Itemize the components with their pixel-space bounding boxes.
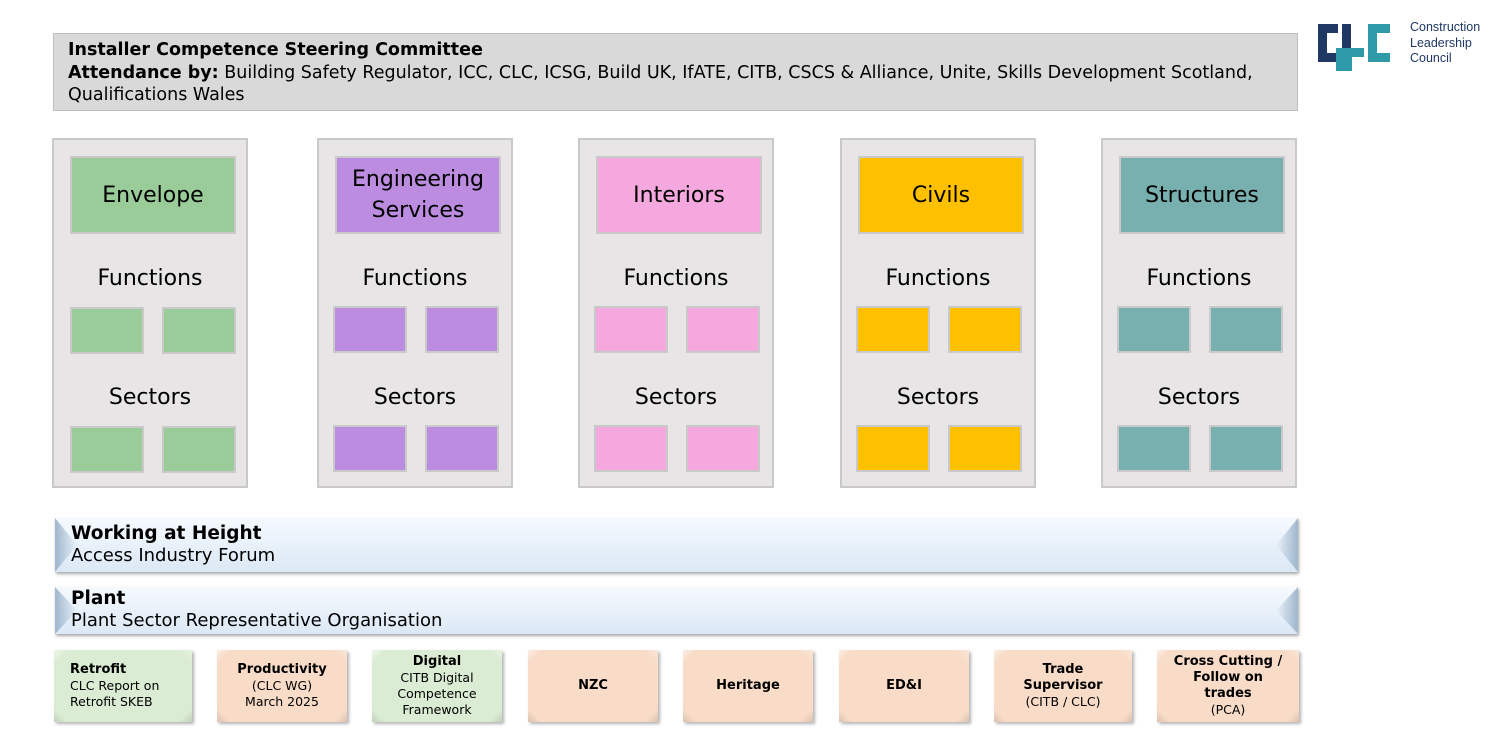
function-box	[425, 306, 499, 353]
tile-title: Digital	[412, 654, 462, 669]
sector-box	[425, 425, 499, 472]
function-box	[594, 306, 668, 353]
sector-box	[1209, 425, 1283, 472]
column-structures: Structures Functions Sectors	[1101, 138, 1297, 488]
band-title: Plant	[71, 588, 126, 609]
band-working-at-height: Working at Height Access Industry Forum	[55, 518, 1298, 572]
tile-line: Framework	[402, 702, 472, 717]
column-title: Interiors	[633, 182, 725, 208]
attendance-line: Attendance by: Building Safety Regulator…	[68, 62, 1283, 107]
sector-box	[948, 425, 1022, 472]
sectors-label: Sectors	[108, 385, 192, 410]
functions-label: Functions	[97, 266, 203, 291]
tile-heritage: Heritage	[683, 650, 813, 722]
column-interiors: Interiors Functions Sectors	[578, 138, 774, 488]
sector-box	[333, 425, 407, 472]
functions-label: Functions	[362, 266, 468, 291]
tile-line: (CLC WG)	[251, 678, 313, 693]
tile-productivity: Productivity (CLC WG) March 2025	[217, 650, 347, 722]
function-box	[1117, 306, 1191, 353]
tile-edi: ED&I	[839, 650, 969, 722]
sector-box	[1117, 425, 1191, 472]
tile-title: Heritage	[716, 678, 780, 693]
band-title: Working at Height	[71, 523, 262, 544]
column-title: Civils	[911, 182, 971, 208]
column-title-box: Civils	[858, 156, 1024, 234]
column-title: Engineering Services	[352, 167, 484, 223]
column-title-box: Structures	[1119, 156, 1285, 234]
function-box	[162, 307, 236, 354]
column-title-box: Envelope	[70, 156, 236, 234]
tile-line: CITB Digital	[400, 670, 474, 685]
header-title: Installer Competence Steering Committee	[68, 40, 483, 60]
tile-line: (CITB / CLC)	[1025, 694, 1101, 709]
column-title: Envelope	[102, 182, 204, 208]
sectors-label: Sectors	[634, 385, 718, 410]
functions-label: Functions	[885, 266, 991, 291]
logo-text: Construction Leadership Council	[1410, 20, 1480, 67]
tile-title: Cross Cutting / Follow on trades	[1173, 654, 1283, 701]
tile-title: Trade Supervisor	[1023, 662, 1103, 693]
column-engineering-services: Engineering Services Functions Sectors	[317, 138, 513, 488]
function-box	[856, 306, 930, 353]
clc-logo: Construction Leadership Council	[1316, 18, 1496, 74]
tile-line: CLC Report on	[70, 678, 160, 693]
logo-line: Council	[1410, 51, 1452, 65]
tile-digital: Digital CITB Digital Competence Framewor…	[372, 650, 502, 722]
sectors-label: Sectors	[1157, 385, 1241, 410]
function-box	[70, 307, 144, 354]
tile-nzc: NZC	[528, 650, 658, 722]
attendance-label: Attendance by:	[68, 62, 219, 83]
logo-line: Leadership	[1410, 35, 1472, 50]
sector-box	[162, 426, 236, 473]
band-subtitle: Plant Sector Representative Organisation	[71, 610, 443, 631]
tile-line: March 2025	[245, 694, 319, 709]
tile-cross-cutting: Cross Cutting / Follow on trades (PCA)	[1157, 650, 1299, 722]
column-title-box: Engineering Services	[335, 156, 501, 234]
function-box	[686, 306, 760, 353]
tile-trade-supervisor: Trade Supervisor (CITB / CLC)	[994, 650, 1132, 722]
tile-retrofit: Retrofit CLC Report on Retrofit SKEB	[54, 650, 192, 722]
sector-box	[70, 426, 144, 473]
function-box	[333, 306, 407, 353]
tile-line: Retrofit SKEB	[70, 694, 153, 709]
sectors-label: Sectors	[373, 385, 457, 410]
clc-logo-mark	[1318, 24, 1390, 71]
sector-box	[856, 425, 930, 472]
tile-title: Productivity	[237, 662, 327, 677]
function-box	[948, 306, 1022, 353]
tile-title: ED&I	[886, 678, 922, 693]
function-box	[1209, 306, 1283, 353]
tile-line: (PCA)	[1210, 702, 1246, 717]
tile-line: Competence	[397, 686, 477, 701]
column-civils: Civils Functions Sectors	[840, 138, 1036, 488]
column-envelope: Envelope Functions Sectors	[52, 138, 248, 488]
functions-label: Functions	[623, 266, 729, 291]
tile-title: Retrofit	[70, 662, 127, 677]
sectors-label: Sectors	[896, 385, 980, 410]
sector-box	[686, 425, 760, 472]
band-subtitle: Access Industry Forum	[71, 545, 276, 566]
attendance-text: Building Safety Regulator, ICC, CLC, ICS…	[68, 62, 1253, 106]
logo-line: Construction	[1410, 20, 1481, 34]
steering-committee-header: Installer Competence Steering Committee …	[53, 33, 1298, 111]
functions-label: Functions	[1146, 266, 1252, 291]
sector-box	[594, 425, 668, 472]
column-title: Structures	[1145, 182, 1259, 208]
band-plant: Plant Plant Sector Representative Organi…	[55, 587, 1298, 634]
tile-title: NZC	[578, 678, 608, 693]
column-title-box: Interiors	[596, 156, 762, 234]
